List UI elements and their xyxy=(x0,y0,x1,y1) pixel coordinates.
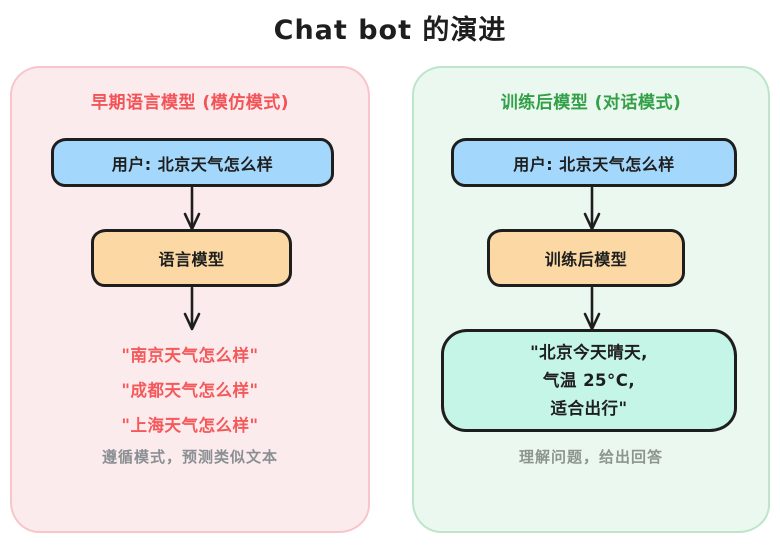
panel-post-trained-model: 训练后模型 (对话模式) 用户: 北京天气怎么样 训练后模型 "北京今天晴天, … xyxy=(412,66,770,533)
panel-caption: 理解问题，给出回答 xyxy=(518,448,663,466)
panel-header-early-model: 早期语言模型 (模仿模式) xyxy=(91,93,289,113)
arrow-down-icon xyxy=(583,287,601,331)
answer-line: 气温 25°C, xyxy=(542,370,636,390)
post-trained-model-node: 训练后模型 xyxy=(487,229,685,287)
diagram-title: Chat bot 的演进 xyxy=(273,15,507,46)
arrow-down-icon xyxy=(183,187,201,231)
panel-caption: 遵循模式，预测类似文本 xyxy=(101,448,278,466)
answer-line: 适合出行" xyxy=(550,398,628,418)
predicted-text-list: "南京天气怎么样" "成都天气怎么样" "上海天气怎么样" xyxy=(12,338,368,443)
post-trained-model-label: 训练后模型 xyxy=(544,250,628,269)
language-model-label: 语言模型 xyxy=(158,250,225,269)
language-model-node: 语言模型 xyxy=(91,229,292,287)
arrow-down-icon xyxy=(183,287,201,331)
user-query-label: 用户: 北京天气怎么样 xyxy=(513,154,675,174)
user-query-node: 用户: 北京天气怎么样 xyxy=(451,138,737,187)
panel-header-post-trained: 训练后模型 (对话模式) xyxy=(500,93,682,113)
predicted-text-line: "成都天气怎么样" xyxy=(121,381,259,400)
predicted-text-line: "上海天气怎么样" xyxy=(121,416,259,435)
user-query-node: 用户: 北京天气怎么样 xyxy=(51,138,334,187)
answer-line: "北京今天晴天, xyxy=(530,342,648,362)
panel-early-language-model: 早期语言模型 (模仿模式) 用户: 北京天气怎么样 语言模型 "南京天气怎么样"… xyxy=(10,66,370,533)
predicted-text-line: "南京天气怎么样" xyxy=(121,346,259,365)
answer-node: "北京今天晴天, 气温 25°C, 适合出行" xyxy=(441,329,737,432)
user-query-label: 用户: 北京天气怎么样 xyxy=(111,154,274,174)
arrow-down-icon xyxy=(583,187,601,231)
